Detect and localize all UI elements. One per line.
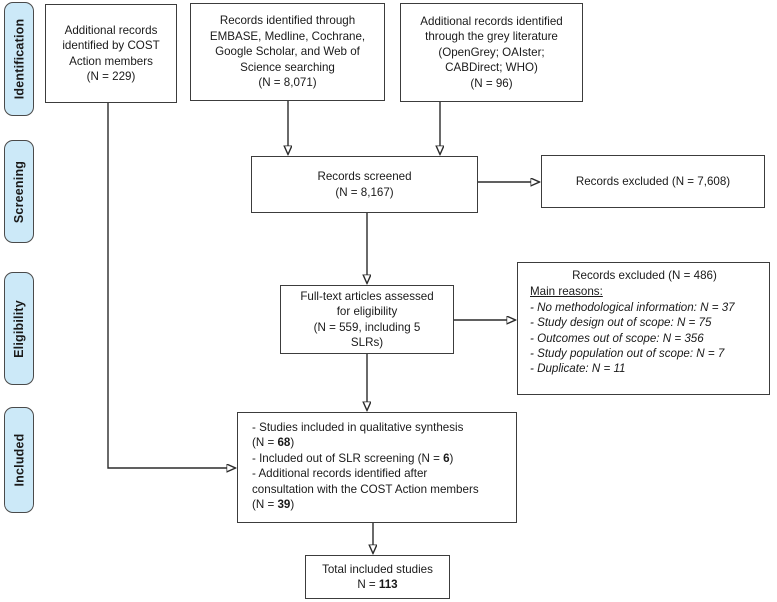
included-count: 39 xyxy=(277,498,291,512)
included-line: - Studies included in qualitative synthe… xyxy=(252,421,464,434)
included-line-text: ) xyxy=(290,498,295,512)
included-line-text: - Included out of SLR screening (N = xyxy=(252,451,444,465)
included-line-text: (N = xyxy=(252,498,278,512)
included-line: (N = 39) xyxy=(250,497,508,512)
box-text: Full-text articles assessed for eligibil… xyxy=(300,289,434,349)
excluded-reason: - Duplicate: N = 11 xyxy=(530,362,626,376)
total-line-text: N = xyxy=(357,578,379,591)
total-count: 113 xyxy=(378,578,398,591)
box-database-records: Records identified through EMBASE, Medli… xyxy=(190,3,385,101)
box-grey-literature-records: Additional records identified through th… xyxy=(400,3,583,102)
excluded-reason: - Outcomes out of scope: N = 356 xyxy=(530,331,704,345)
stage-label-eligibility: Eligibility xyxy=(4,272,34,385)
included-count: 6 xyxy=(443,451,450,465)
included-line: consultation with the COST Action member… xyxy=(252,482,479,496)
box-text: Records identified through EMBASE, Medli… xyxy=(209,14,366,90)
included-line-text: ) xyxy=(290,436,295,450)
total-line: N = 113 xyxy=(322,577,433,592)
included-count: 68 xyxy=(277,436,291,450)
excluded-reason: - Study population out of scope: N = 7 xyxy=(530,347,725,361)
included-line: (N = 68) xyxy=(250,435,508,450)
included-line: - Included out of SLR screening (N = 6) xyxy=(250,451,508,466)
box-text: Additional records identified by COST Ac… xyxy=(62,23,160,83)
included-line-text: (N = xyxy=(252,436,278,450)
box-records-excluded-eligibility: Records excluded (N = 486) Main reasons:… xyxy=(517,262,770,395)
arrow-cost-to-included xyxy=(107,103,227,468)
box-text: Records excluded (N = 7,608) xyxy=(575,174,731,188)
excluded-subtitle: Main reasons: xyxy=(530,285,603,299)
box-text: Additional records identified through th… xyxy=(420,14,563,90)
included-line: - Additional records identified after xyxy=(252,467,428,481)
total-line: Total included studies xyxy=(322,562,433,576)
box-included-studies: - Studies included in qualitative synthe… xyxy=(237,412,517,523)
box-fulltext-assessed: Full-text articles assessed for eligibil… xyxy=(280,285,454,354)
stage-label-included: Included xyxy=(4,407,34,513)
box-cost-action-records: Additional records identified by COST Ac… xyxy=(45,4,177,103)
stage-label-screening: Screening xyxy=(4,140,34,243)
stage-label-identification: Identification xyxy=(4,2,34,116)
stage-label-text: Screening xyxy=(12,160,26,223)
box-records-excluded-screening: Records excluded (N = 7,608) xyxy=(541,155,765,208)
stage-label-text: Included xyxy=(12,433,26,487)
excluded-reason: - No methodological information: N = 37 xyxy=(530,300,735,314)
box-records-screened: Records screened (N = 8,167) xyxy=(251,156,478,213)
box-text: Records screened (N = 8,167) xyxy=(317,170,412,199)
box-text: Total included studies N = 113 xyxy=(322,562,433,593)
excluded-reason: - Study design out of scope: N = 75 xyxy=(530,316,712,330)
box-total-included: Total included studies N = 113 xyxy=(305,555,450,599)
stage-label-text: Identification xyxy=(12,18,27,100)
excluded-title: Records excluded (N = 486) xyxy=(572,269,717,282)
included-line-text: ) xyxy=(449,451,454,465)
stage-label-text: Eligibility xyxy=(12,299,27,358)
